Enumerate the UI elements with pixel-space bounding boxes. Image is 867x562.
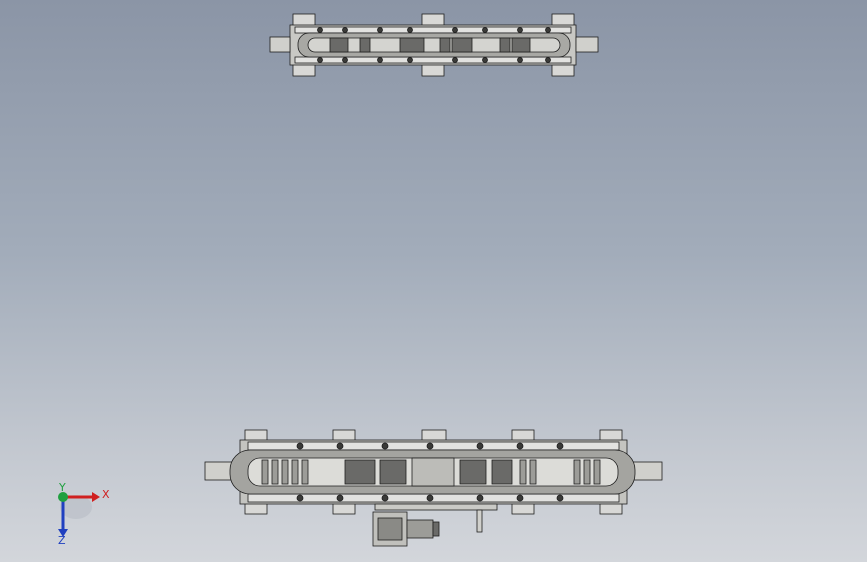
carrier-set <box>329 37 531 53</box>
end-cap-left <box>269 36 291 53</box>
triad-z-label: Z <box>58 534 66 545</box>
z-arrow-icon <box>58 529 68 537</box>
chain-inner <box>307 37 561 53</box>
rollers <box>317 27 551 63</box>
coordinate-triad: X Y Z <box>58 483 110 545</box>
gearbox-face <box>377 517 403 541</box>
motor-cap <box>432 521 440 537</box>
triad-y-label: Y <box>58 483 66 494</box>
slats <box>261 459 601 485</box>
x-arrow-icon <box>92 492 100 502</box>
front-view-group <box>204 429 663 547</box>
top-view-group <box>269 13 599 77</box>
end-cap-right <box>575 36 599 53</box>
origin-dot <box>58 492 68 502</box>
triad-shadow <box>60 495 92 519</box>
triad-x-label: X <box>102 488 110 501</box>
drive-bar <box>374 503 498 511</box>
carrier-set <box>344 459 513 485</box>
rollers <box>296 442 564 502</box>
motor <box>406 519 434 539</box>
center-carrier <box>411 457 455 487</box>
drive-shaft <box>476 509 483 533</box>
